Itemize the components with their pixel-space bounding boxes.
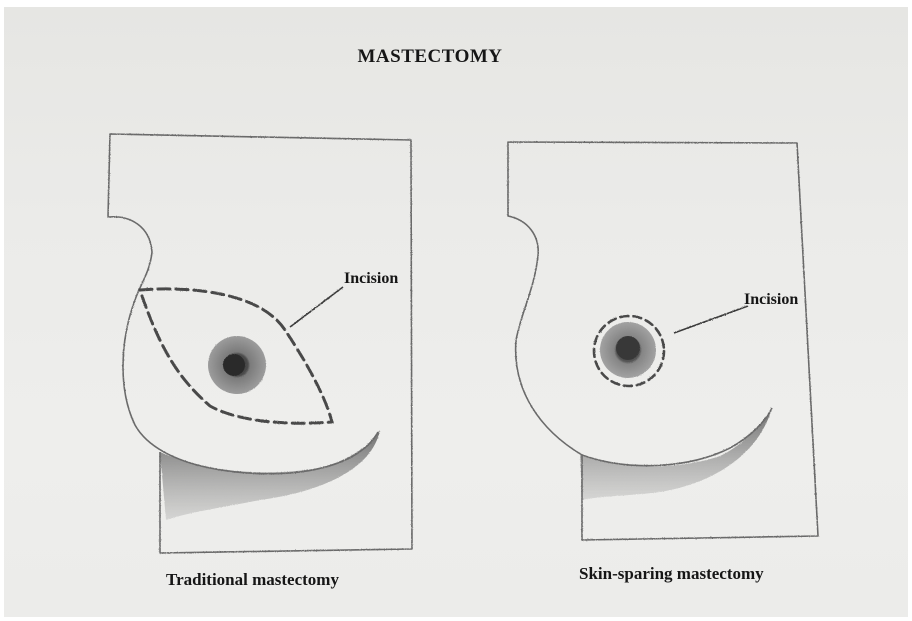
- diagram-title: MASTECTOMY: [0, 46, 860, 68]
- right-incision-pointer: [674, 306, 748, 333]
- left-nipple: [223, 354, 245, 376]
- right-incision-label: Incision: [744, 291, 798, 309]
- left-caption: Traditional mastectomy: [166, 570, 339, 590]
- left-incision-pointer: [290, 287, 343, 327]
- right-underbreast-shading: [580, 408, 772, 500]
- right-caption: Skin-sparing mastectomy: [579, 564, 764, 584]
- right-nipple: [616, 336, 640, 360]
- skin-sparing-mastectomy-drawing: [508, 142, 818, 540]
- traditional-mastectomy-drawing: [108, 134, 412, 553]
- left-underbreast-shading: [160, 430, 380, 520]
- left-incision-label: Incision: [344, 270, 398, 288]
